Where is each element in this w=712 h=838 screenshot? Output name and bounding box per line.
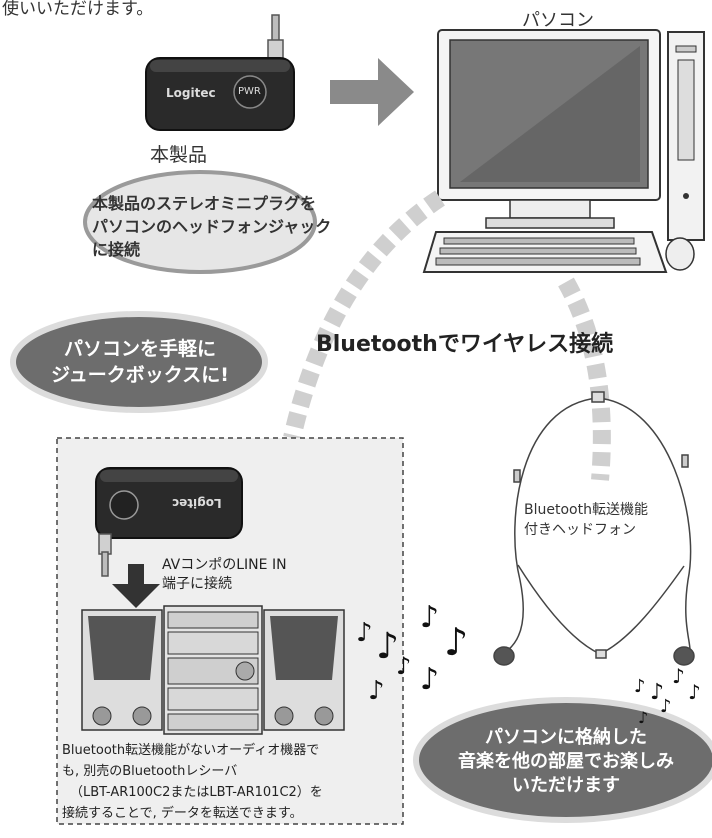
receiver-brand: Logitec <box>172 496 222 510</box>
receiver-note-line-4: 接続することで, データを転送できます。 <box>62 806 303 821</box>
music-note-2: ♪ <box>376 626 399 667</box>
device-brand: Logitec <box>166 86 216 100</box>
music-note-3: ♪ <box>420 600 440 635</box>
music-note-1: ♪ <box>356 618 373 648</box>
music-note-12: ♪ <box>660 696 672 717</box>
jukebox-line-1: パソコンを手軽に <box>63 338 216 360</box>
av-stereo <box>81 605 345 735</box>
music-note-8: ♪ <box>634 676 646 697</box>
connect-note-line-1: 本製品のステレオミニプラグを <box>92 194 317 213</box>
headphone-label: Bluetooth転送機能 付きヘッドフォン <box>524 500 648 540</box>
device-label: 本製品 <box>150 144 208 166</box>
jukebox-line-2: ジュークボックスに! <box>51 364 229 386</box>
av-instruction: AVコンポのLINE IN 端子に接続 <box>162 556 287 594</box>
music-note-6: ♪ <box>420 662 440 697</box>
music-note-5: ♪ <box>396 652 412 680</box>
music-note-9: ♪ <box>650 680 665 705</box>
music-bubble <box>413 697 712 823</box>
music-note-4: ♪ <box>444 620 469 664</box>
receiver-note-line-1: Bluetooth転送機能がないオーディオ機器で <box>62 743 320 758</box>
wireless-title: Bluetoothでワイヤレス接続 <box>316 332 614 357</box>
headphone-label-line-2: 付きヘッドフォン <box>524 522 636 538</box>
receiver-note-line-2: も, 別売のBluetoothレシーバ <box>62 764 238 779</box>
music-line-3: いただけます <box>512 775 620 796</box>
av-instruction-line-1: AVコンポのLINE IN <box>162 557 287 573</box>
music-note-10: ♪ <box>672 664 685 688</box>
jukebox-bubble <box>10 311 268 413</box>
down-arrow <box>112 564 160 608</box>
pc-computer <box>422 29 705 273</box>
receiver-device <box>95 467 243 577</box>
jukebox-bubble-text: パソコンを手軽に ジュークボックスに! <box>20 336 260 388</box>
music-note-13: ♪ <box>638 708 649 727</box>
wireless-arc-right <box>558 277 611 481</box>
arrow-to-pc <box>330 58 414 126</box>
av-instruction-line-2: 端子に接続 <box>162 576 232 592</box>
top-text: 使いいただけます。 <box>2 0 154 19</box>
music-note-11: ♪ <box>688 680 701 704</box>
device-pwr-button: PWR <box>238 86 261 97</box>
headphones <box>493 391 695 666</box>
receiver-note: Bluetooth転送機能がないオーディオ機器で も, 別売のBluetooth… <box>62 740 323 824</box>
transmitter-device <box>145 14 295 131</box>
wireless-arc-left <box>283 190 445 440</box>
connect-note-line-3: に接続 <box>92 240 141 259</box>
pc-label: パソコン <box>522 10 594 31</box>
connect-note: 本製品のステレオミニプラグを パソコンのヘッドフォンジャック に接続 <box>92 192 331 261</box>
receiver-note-line-3: （LBT-AR100C2またはLBT-AR101C2）を <box>70 785 323 800</box>
music-bubble-text: パソコンに格納した 音楽を他の部屋でお楽しみ いただけます <box>420 726 712 798</box>
connect-note-oval <box>83 170 317 274</box>
music-line-1: パソコンに格納した <box>485 727 647 748</box>
connect-note-line-2: パソコンのヘッドフォンジャック <box>92 217 332 236</box>
headphone-label-line-1: Bluetooth転送機能 <box>524 502 648 518</box>
music-line-2: 音楽を他の部屋でお楽しみ <box>458 751 674 772</box>
music-note-7: ♪ <box>368 676 385 706</box>
